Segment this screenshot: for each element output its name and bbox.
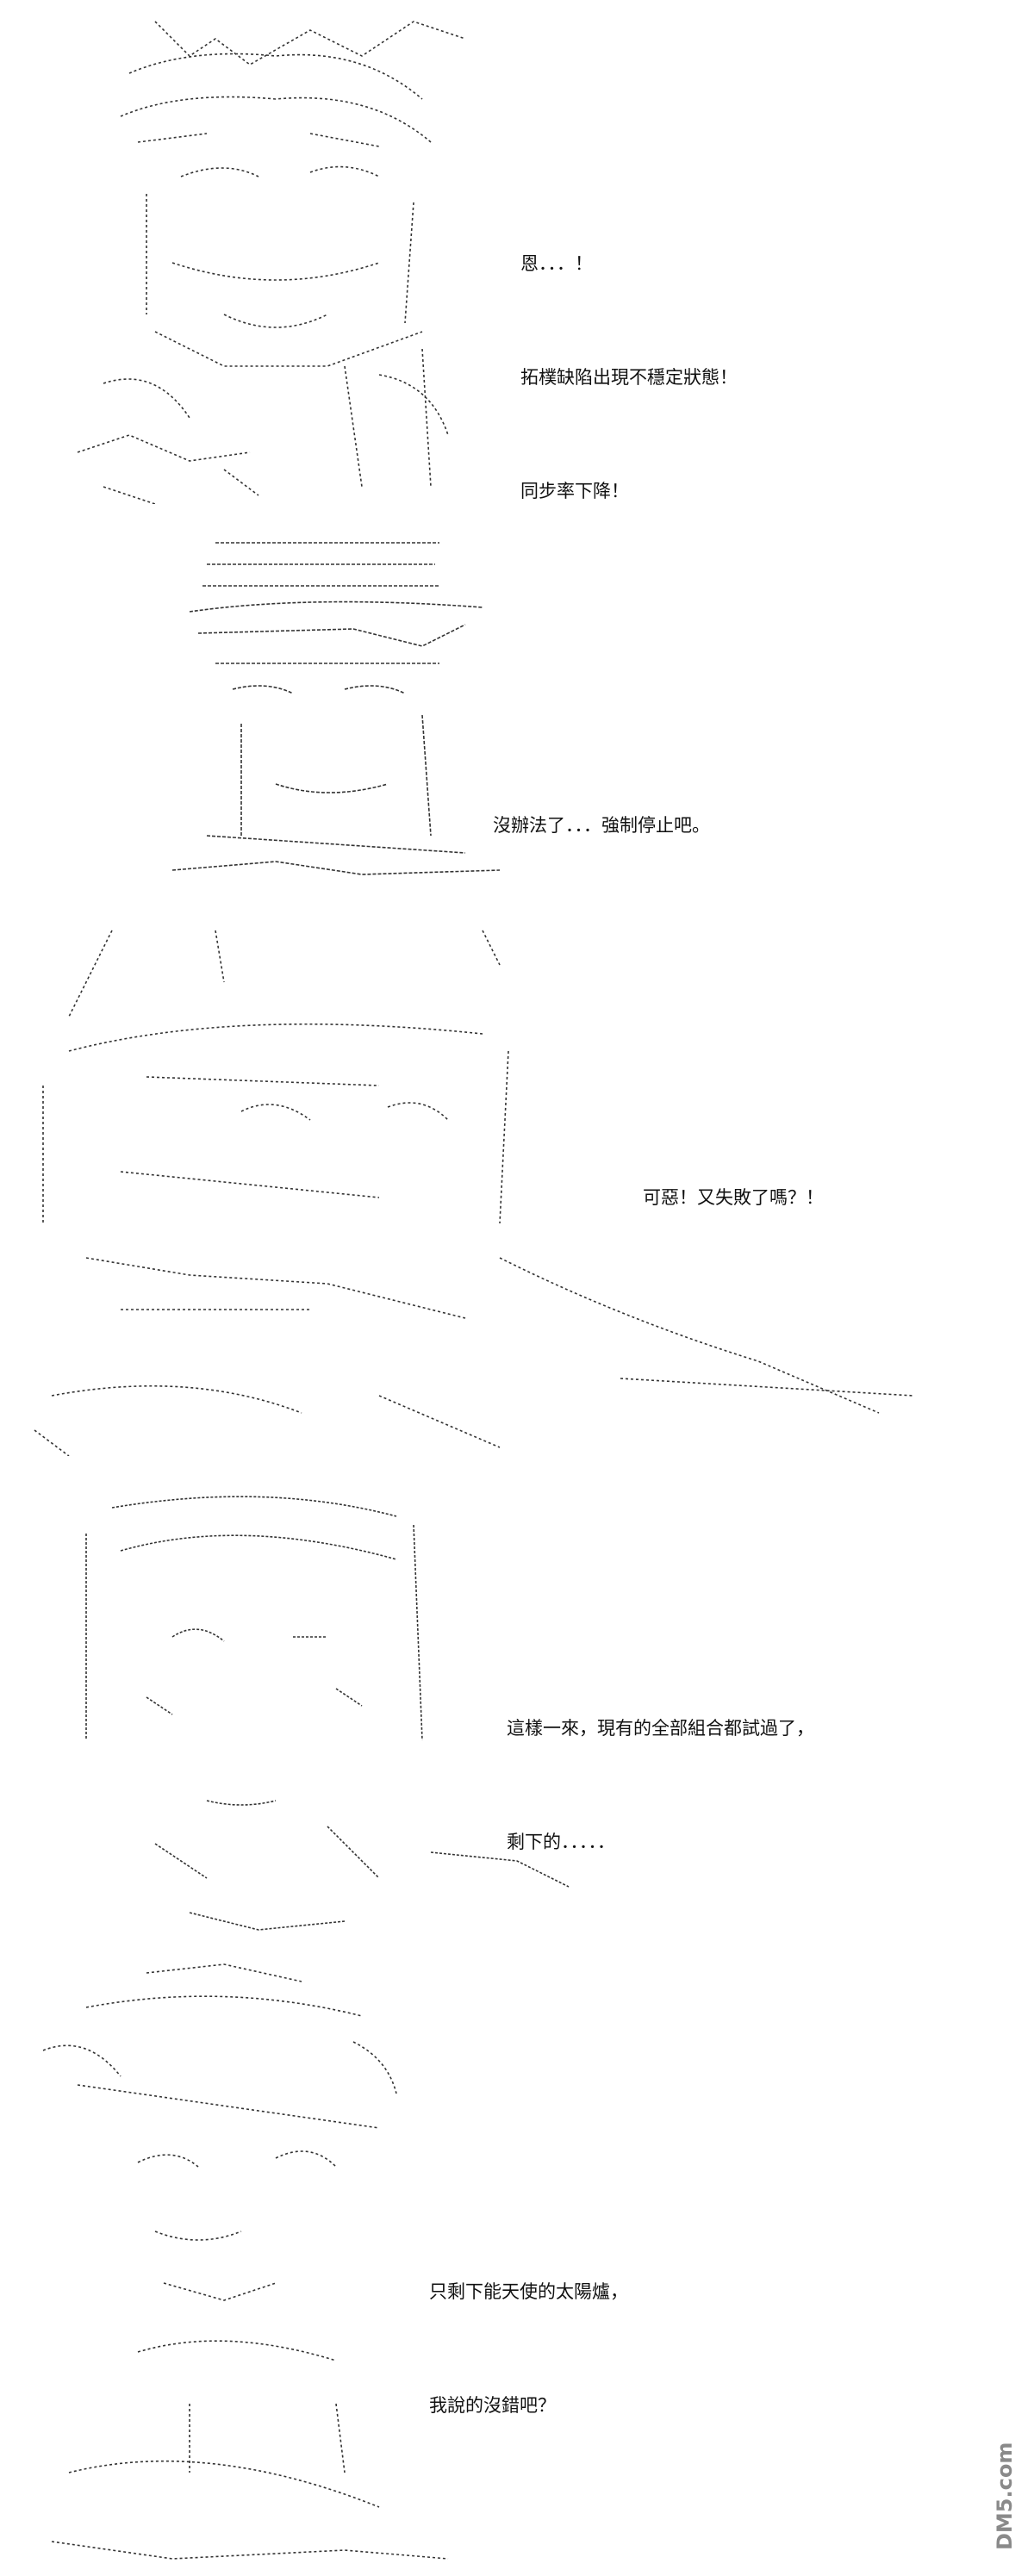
dialog-line: 這樣一來，現有的全部組合都試過了， xyxy=(507,1718,814,1739)
dialog-panel-3: 可惡！又失敗了嗎？！ xyxy=(643,1103,824,1292)
watermark-text: DM5.com xyxy=(993,2442,1017,2550)
panel-3: 可惡！又失敗了嗎？！ xyxy=(0,913,1034,1465)
site-watermark: DM5.com xyxy=(987,2423,1022,2552)
ascii-art-character-4 xyxy=(69,1482,586,1938)
dialog-panel-1: 恩．．．！ 拓樸缺陷出現不穩定狀態！ 同步率下降！ xyxy=(520,169,738,586)
dialog-line: 剩下的．．．．． xyxy=(507,1832,615,1852)
ascii-art-character-1 xyxy=(52,4,500,504)
dialog-line: 恩．．．！ xyxy=(520,253,593,274)
dialog-panel-2: 沒辦法了．．．強制停止吧。 xyxy=(493,731,710,920)
ascii-art-character-2 xyxy=(138,526,517,887)
dialog-line: 我說的沒錯吧？ xyxy=(429,2395,556,2416)
dialog-line: 拓樸缺陷出現不穩定狀態！ xyxy=(520,367,738,388)
dialog-panel-4: 這樣一來，現有的全部組合都試過了， 剩下的．．．．． xyxy=(507,1633,814,1937)
dialog-line: 沒辦法了．．．強制停止吧。 xyxy=(493,815,710,836)
panel-2: 沒辦法了．．．強制停止吧。 xyxy=(0,526,1034,896)
panel-1: 恩．．．！ 拓樸缺陷出現不穩定狀態！ 同步率下降！ xyxy=(0,0,1034,508)
dialog-panel-5: 只剩下能天使的太陽爐， 我說的沒錯吧？ xyxy=(429,2197,628,2500)
dialog-line: 同步率下降！ xyxy=(520,481,629,501)
dialog-line: 只剩下能天使的太陽爐， xyxy=(429,2281,628,2302)
ascii-art-character-5 xyxy=(17,1956,483,2567)
panel-4: 這樣一來，現有的全部組合都試過了， 剩下的．．．．． xyxy=(0,1482,1034,1947)
panel-5: 只剩下能天使的太陽爐， 我說的沒錯吧？ xyxy=(0,1956,1034,2576)
ascii-art-character-3 xyxy=(17,913,931,1456)
dialog-line: 可惡！又失敗了嗎？！ xyxy=(643,1187,824,1208)
